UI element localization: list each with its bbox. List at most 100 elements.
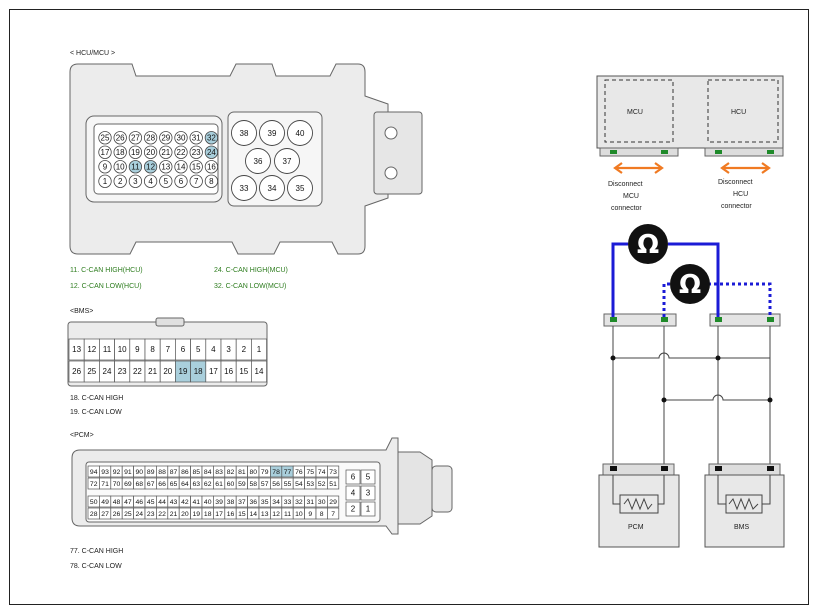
svg-text:9: 9 — [103, 162, 108, 171]
hcu-pin: 9 — [98, 160, 112, 174]
svg-text:91: 91 — [124, 469, 132, 476]
svg-text:29: 29 — [161, 133, 170, 142]
pcm-pin: 39 — [213, 495, 226, 508]
pcm-pin: 58 — [247, 477, 260, 490]
pcm-pin: 15 — [235, 507, 248, 520]
ohm-glyph-2: Ω — [679, 270, 701, 300]
pcm-side-pin: 3 — [360, 485, 376, 501]
svg-text:44: 44 — [158, 499, 166, 506]
pcm-pin: 52 — [315, 477, 328, 490]
svg-text:11: 11 — [103, 345, 112, 354]
bms-module-label: BMS — [734, 524, 750, 531]
svg-text:7: 7 — [166, 345, 171, 354]
hcu-pin: 13 — [159, 160, 173, 174]
pcm-side-pin: 5 — [360, 469, 376, 485]
hcu-note-24: 24. C-CAN HIGH(MCU) — [214, 267, 288, 274]
pcm-pin: 89 — [144, 465, 157, 478]
pcm-pin: 76 — [292, 465, 305, 478]
svg-text:13: 13 — [161, 162, 170, 171]
hcu-pin: 7 — [189, 174, 203, 188]
hcu-pin: 20 — [143, 145, 158, 159]
svg-text:3: 3 — [366, 489, 371, 498]
pcm-pin: 54 — [292, 477, 305, 490]
svg-text:7: 7 — [194, 177, 199, 186]
pcm-pin: 79 — [258, 465, 271, 478]
pcm-pin: 57 — [258, 477, 271, 490]
svg-text:16: 16 — [207, 162, 216, 171]
svg-text:23: 23 — [192, 148, 201, 157]
bms-pin: 21 — [144, 360, 161, 383]
svg-text:89: 89 — [147, 469, 155, 476]
svg-text:58: 58 — [250, 481, 258, 488]
hcu-mcu-title: < HCU/MCU > — [70, 50, 116, 57]
pcm-pin: 46 — [133, 495, 146, 508]
svg-text:68: 68 — [136, 481, 144, 488]
pcm-pin: 66 — [156, 477, 169, 490]
pcm-pin: 8 — [315, 507, 328, 520]
disconnect-arrows — [613, 162, 771, 174]
pcm-pin: 28 — [87, 507, 100, 520]
svg-text:94: 94 — [90, 469, 98, 476]
svg-text:19: 19 — [193, 511, 201, 518]
svg-text:27: 27 — [131, 133, 140, 142]
svg-text:22: 22 — [158, 511, 166, 518]
pcm-pin: 94 — [87, 465, 100, 478]
hcu-pin: 14 — [174, 160, 188, 174]
svg-text:14: 14 — [250, 511, 258, 518]
svg-text:26: 26 — [116, 133, 125, 142]
svg-text:93: 93 — [101, 469, 109, 476]
svg-text:26: 26 — [72, 367, 81, 376]
ohmmeter-symbol-1 — [628, 224, 668, 264]
svg-text:10: 10 — [116, 162, 125, 171]
pcm-pin: 50 — [87, 495, 100, 508]
bms-pin: 20 — [159, 360, 176, 383]
hcu-pin: 27 — [128, 131, 143, 145]
pcm-pin: 25 — [121, 507, 134, 520]
svg-text:21: 21 — [161, 148, 170, 157]
svg-text:30: 30 — [177, 133, 186, 142]
svg-text:47: 47 — [124, 499, 132, 506]
svg-text:24: 24 — [136, 511, 144, 518]
svg-text:13: 13 — [261, 511, 269, 518]
svg-text:73: 73 — [329, 469, 337, 476]
svg-text:34: 34 — [268, 184, 277, 193]
svg-text:38: 38 — [240, 129, 249, 138]
svg-text:61: 61 — [215, 481, 223, 488]
svg-text:11: 11 — [284, 511, 291, 518]
bms-pin: 23 — [114, 360, 131, 383]
pcm-pin: 60 — [224, 477, 237, 490]
svg-text:24: 24 — [103, 367, 112, 376]
svg-text:1: 1 — [103, 177, 108, 186]
ohmmeter-symbol-2 — [670, 264, 710, 304]
svg-text:27: 27 — [101, 511, 109, 518]
hcu-pin: 31 — [189, 131, 203, 145]
pcm-pin: 83 — [213, 465, 226, 478]
svg-text:9: 9 — [308, 511, 312, 518]
hcu-pin: 29 — [159, 131, 173, 145]
svg-text:79: 79 — [261, 469, 269, 476]
svg-text:6: 6 — [351, 473, 356, 482]
bms-pin: 7 — [159, 338, 176, 361]
svg-text:48: 48 — [113, 499, 121, 506]
pcm-pin: 67 — [144, 477, 157, 490]
pcm-pin: 30 — [315, 495, 328, 508]
hcu-pin: 16 — [204, 160, 219, 174]
pcm-pin: 32 — [292, 495, 305, 508]
hcu-pin: 21 — [159, 145, 173, 159]
pcm-pin: 53 — [304, 477, 317, 490]
svg-text:66: 66 — [158, 481, 166, 488]
svg-text:38: 38 — [227, 499, 235, 506]
pcm-pin: 86 — [178, 465, 191, 478]
svg-text:51: 51 — [329, 481, 337, 488]
svg-text:29: 29 — [329, 499, 337, 506]
hcu-note-12: 12. C-CAN LOW(HCU) — [70, 283, 142, 290]
svg-text:35: 35 — [296, 184, 305, 193]
svg-text:6: 6 — [179, 177, 184, 186]
bms-pin: 4 — [205, 338, 222, 361]
pcm-pin: 81 — [235, 465, 248, 478]
bms-pin: 8 — [144, 338, 161, 361]
hcu-round-pin: 34 — [259, 175, 285, 201]
